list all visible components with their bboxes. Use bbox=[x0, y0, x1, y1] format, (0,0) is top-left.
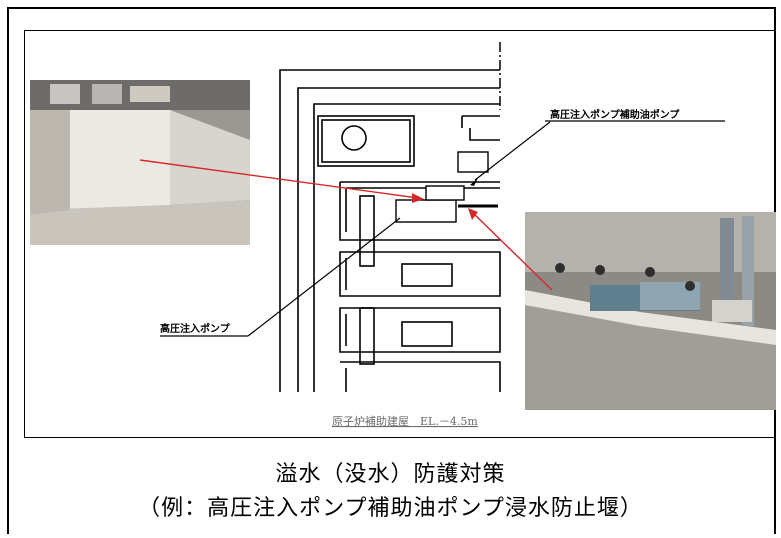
red-arrows bbox=[139, 159, 553, 291]
leader-arrow-aux bbox=[470, 178, 478, 186]
photo-right bbox=[525, 212, 776, 410]
equipment-blocks bbox=[395, 151, 498, 223]
leader-arrow-hp bbox=[396, 216, 404, 224]
label-aux-oil-pump: 高圧注入ポンプ補助油ポンプ bbox=[550, 108, 680, 121]
photo-left bbox=[30, 80, 250, 245]
leader-lines bbox=[160, 120, 725, 337]
caption-subtitle: （例：高圧注入ポンプ補助油ポンプ浸水防止堰） bbox=[138, 496, 643, 521]
building-walls bbox=[279, 69, 501, 392]
label-elevation: 原子炉補助建屋 EL.－4.5m bbox=[332, 414, 478, 428]
caption-title: 溢水（没水）防護対策 bbox=[275, 462, 506, 487]
label-hp-injection-pump: 高圧注入ポンプ bbox=[160, 322, 231, 335]
